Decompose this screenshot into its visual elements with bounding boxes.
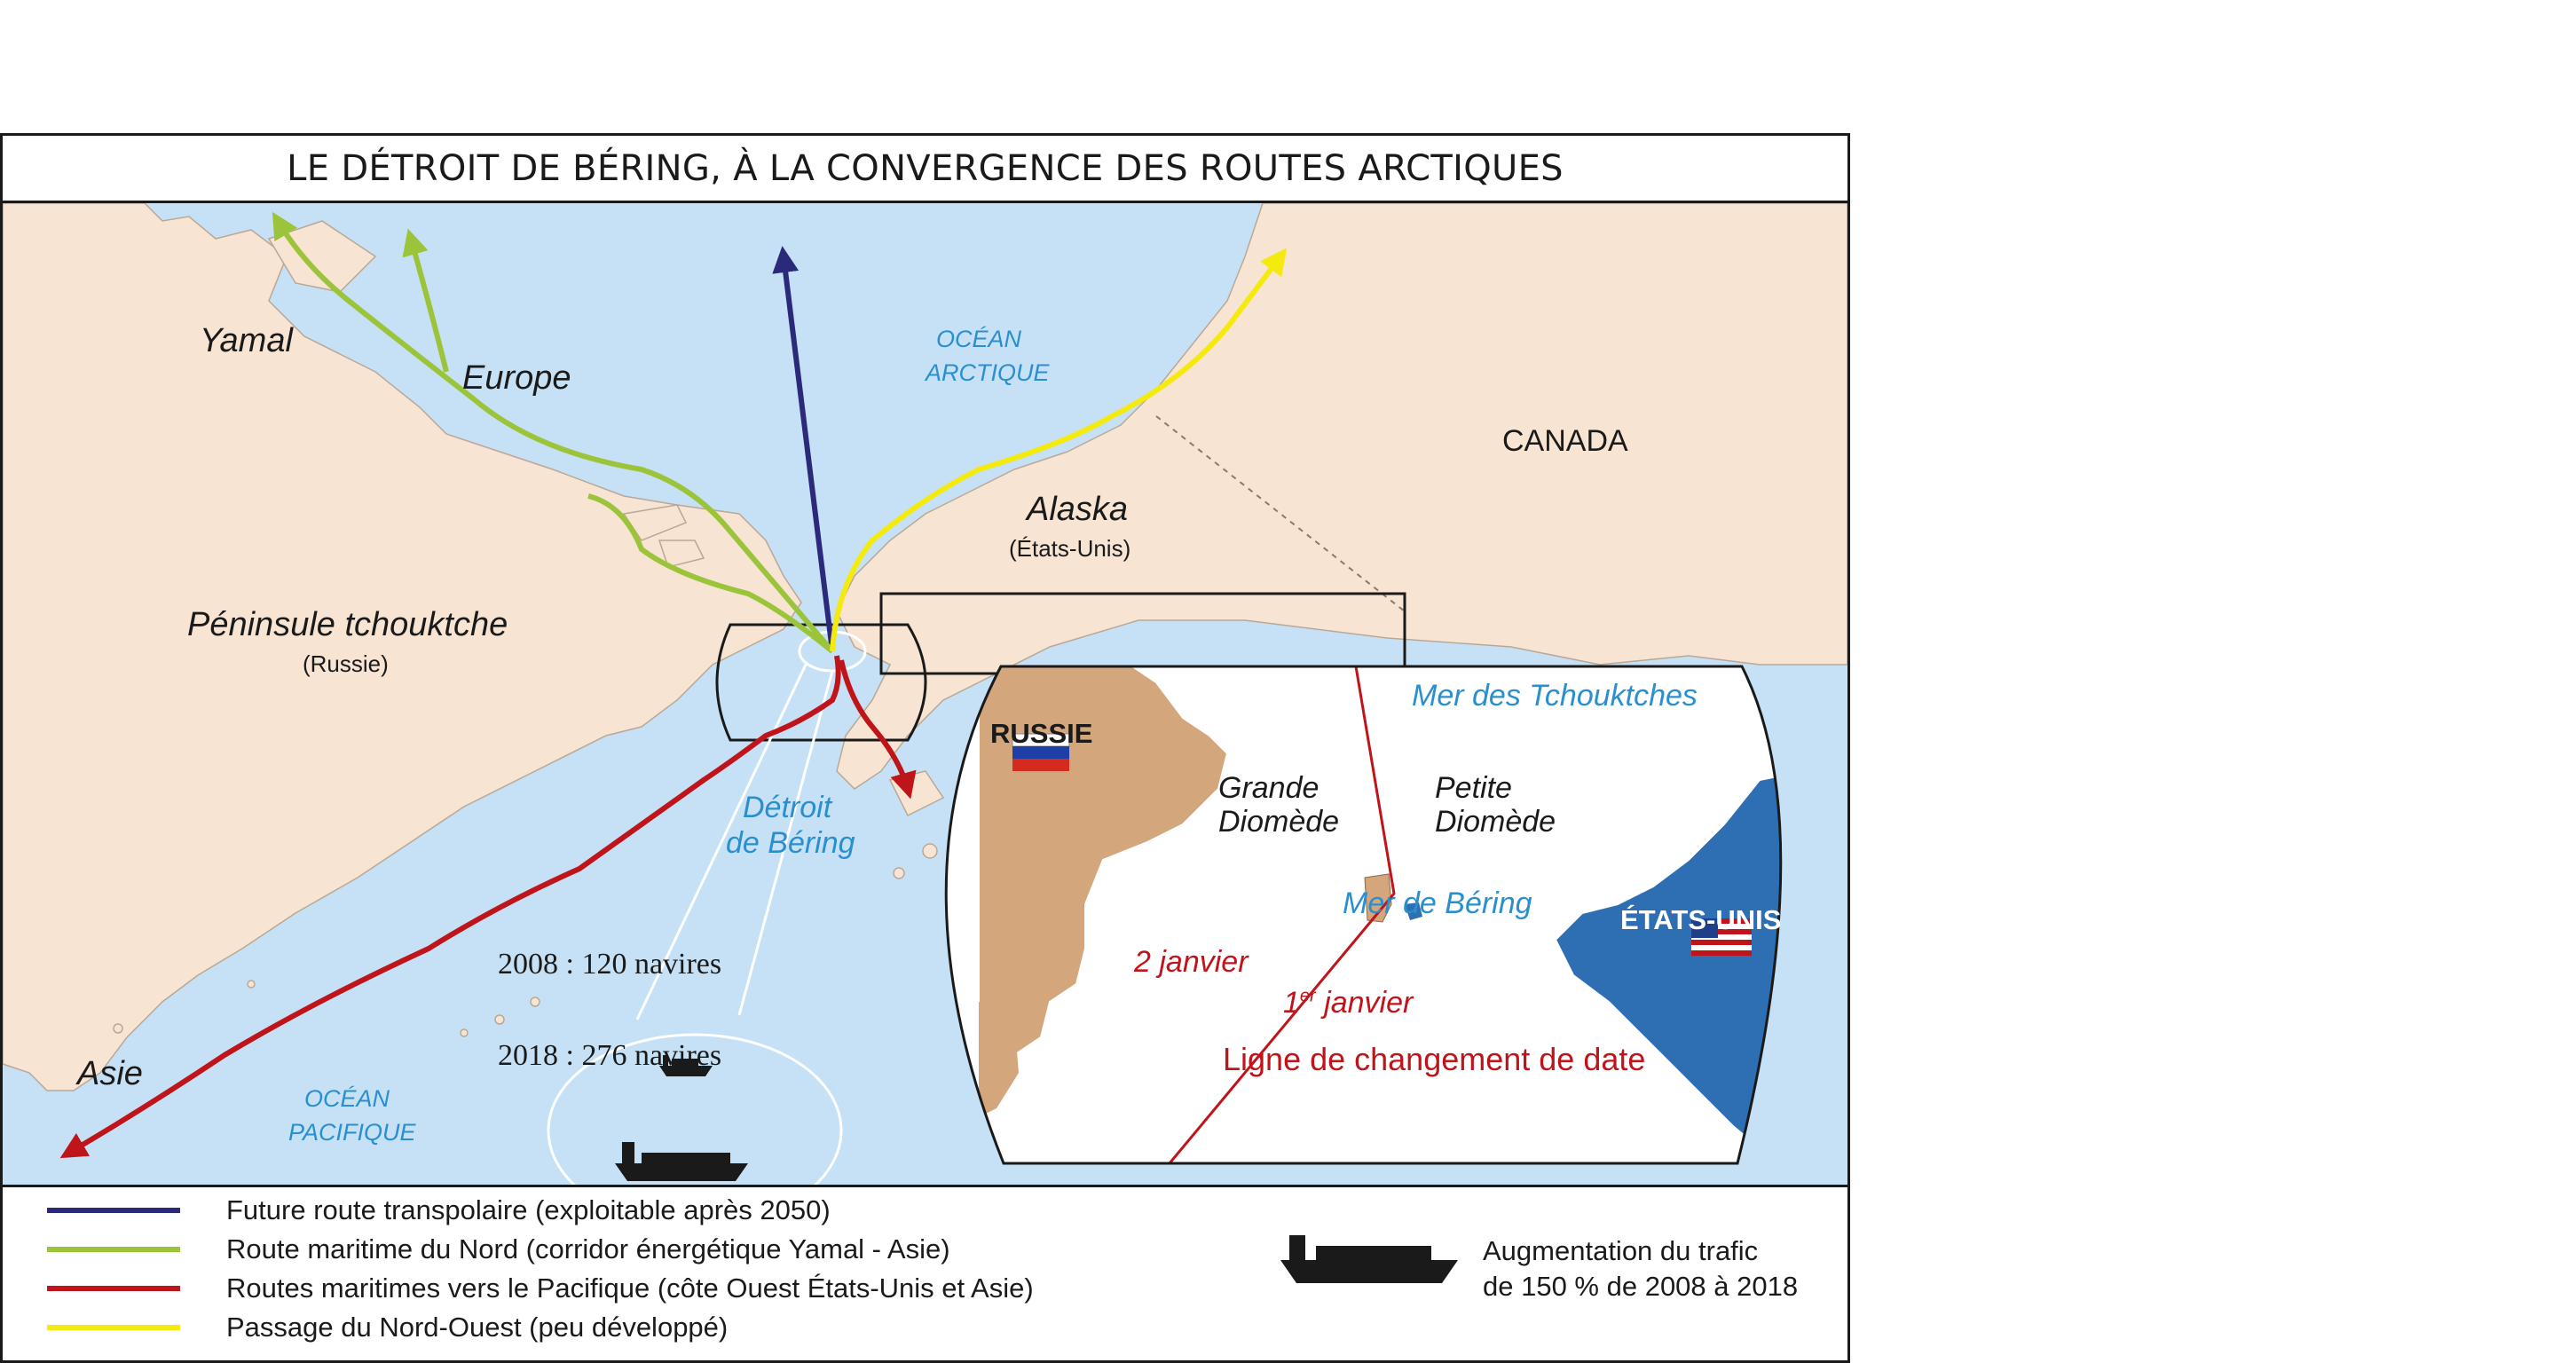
- legend-item-north: Route maritime du Nord (corridor énergét…: [47, 1233, 950, 1265]
- map-canvas: [3, 203, 1847, 1185]
- inset-label-jan1-sup: er: [1299, 986, 1316, 1006]
- traffic-ellipse: [547, 1033, 843, 1185]
- route-pacific-us: [839, 659, 917, 800]
- label-ocean-pacifique-1: OCÉAN: [304, 1085, 390, 1112]
- map-frame: LE DÉTROIT DE BÉRING, À LA CONVERGENCE D…: [0, 133, 1850, 1363]
- inset-label-jan1-rest: janvier: [1315, 986, 1414, 1020]
- legend-label-north: Route maritime du Nord (corridor énergét…: [226, 1233, 950, 1265]
- label-ocean-arctique-1: OCÉAN: [936, 326, 1022, 352]
- traffic-connector-right: [737, 670, 834, 1016]
- route-north-main: [272, 211, 835, 653]
- label-peninsule-country: (Russie): [303, 650, 389, 677]
- label-ocean-pacifique-2: PACIFIQUE: [288, 1119, 416, 1146]
- traffic-2018: 2018 : 276 navires: [498, 1039, 722, 1072]
- legend-swatch-north: [47, 1247, 180, 1252]
- legend-swatch-northwest: [47, 1325, 180, 1330]
- grande-diomede-island: [1364, 873, 1392, 923]
- label-alaska-country: (États-Unis): [1009, 535, 1131, 562]
- legend-item-pacific: Routes maritimes vers le Pacifique (côte…: [47, 1272, 1034, 1304]
- inset-label-mer-bering: Mer de Béring: [1343, 886, 1532, 920]
- route-pacific-asia: [59, 655, 841, 1159]
- inset-label-etats-unis: ÉTATS-UNIS: [1620, 904, 1782, 935]
- inset-label-grande-2: Diomède: [1218, 805, 1340, 839]
- label-peninsule: Péninsule tchouktche: [187, 606, 508, 643]
- traffic-2008: 2008 : 120 navires: [498, 948, 722, 981]
- label-europe: Europe: [462, 359, 571, 397]
- inset-label-jan1-num: 1: [1283, 986, 1300, 1020]
- us-flag-icon: [1691, 918, 1752, 956]
- legend-item-northwest: Passage du Nord-Ouest (peu développé): [47, 1312, 728, 1343]
- legend-traffic-line1: Augmentation du trafic: [1483, 1235, 1759, 1266]
- small-ship-icon: [659, 1055, 713, 1076]
- map-title: LE DÉTROIT DE BÉRING, À LA CONVERGENCE D…: [287, 147, 1564, 189]
- legend-label-pacific: Routes maritimes vers le Pacifique (côte…: [226, 1272, 1034, 1304]
- inset-label-jan2: 2 janvier: [1134, 945, 1249, 979]
- label-detroit-2: de Béring: [726, 826, 855, 860]
- route-northwest: [830, 248, 1288, 652]
- legend-label-northwest: Passage du Nord-Ouest (peu développé): [226, 1312, 729, 1343]
- inset-label-petite-1: Petite: [1435, 771, 1512, 805]
- inset-russia-island: [979, 1002, 1019, 1117]
- route-north-loop: [587, 493, 834, 654]
- label-yamal: Yamal: [200, 322, 293, 359]
- date-line: [1168, 666, 1396, 1163]
- legend-item-transpolar: Future route transpolaire (exploitable a…: [47, 1194, 831, 1226]
- legend-swatch-pacific: [47, 1286, 180, 1291]
- cargo-ship-icon: [1280, 1235, 1458, 1283]
- route-transpolar: [772, 246, 835, 652]
- label-ocean-arctique-2: ARCTIQUE: [926, 359, 1050, 386]
- label-alaska: Alaska: [1027, 491, 1129, 528]
- petite-diomede-island: [1405, 902, 1422, 920]
- large-ship-icon: [615, 1142, 748, 1181]
- legend-swatch-transpolar: [47, 1208, 180, 1213]
- label-detroit-1: Détroit: [743, 791, 832, 824]
- label-asie: Asie: [77, 1055, 143, 1092]
- inset-label-russie: RUSSIE: [990, 718, 1093, 749]
- russian-flag-icon: [1012, 733, 1070, 771]
- legend-traffic-line2: de 150 % de 2008 à 2018: [1483, 1271, 1799, 1302]
- inset-label-date-line: Ligne de changement de date: [1223, 1041, 1646, 1077]
- legend-label-transpolar: Future route transpolaire (exploitable a…: [226, 1194, 831, 1225]
- inset-label-petite-2: Diomède: [1435, 805, 1556, 839]
- inset-label-grande-1: Grande: [1218, 771, 1320, 805]
- route-north-europe: [402, 228, 449, 373]
- strait-focus-shape: [715, 623, 927, 742]
- label-canada: CANADA: [1502, 424, 1628, 458]
- inset-label-jan1: 1er janvier: [1283, 986, 1413, 1020]
- inset-label-mer-tchouktches: Mer des Tchouktches: [1412, 679, 1698, 713]
- title-bar: LE DÉTROIT DE BÉRING, À LA CONVERGENCE D…: [3, 136, 1847, 203]
- traffic-connector-left: [635, 664, 807, 1020]
- legend: Future route transpolaire (exploitable a…: [3, 1185, 1847, 1360]
